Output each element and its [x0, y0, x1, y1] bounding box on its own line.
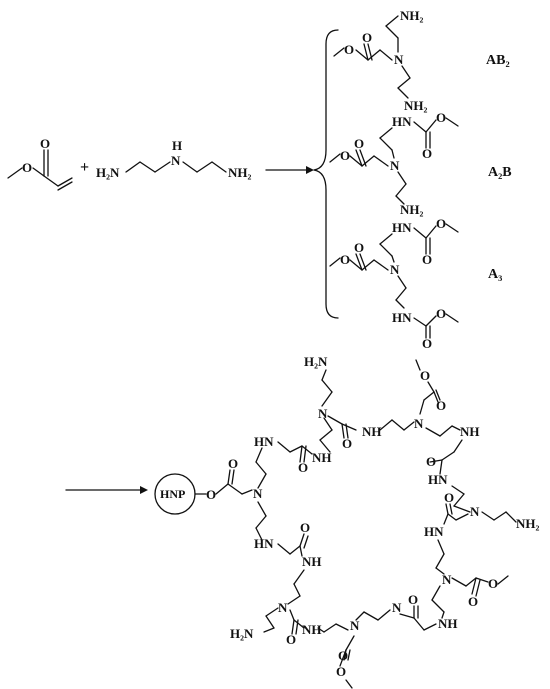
upper-n: N — [318, 406, 328, 421]
carbonyl-oxygen-label: O — [40, 136, 50, 151]
upper-carbonyl-o: O — [342, 436, 352, 451]
upper-left-carbonyl-o: O — [298, 460, 308, 475]
right-mid-n: N — [470, 504, 480, 519]
a3-lower-ester-o: O — [436, 306, 446, 321]
a3-structure: HN O O N O O HN O O A₃ — [329, 216, 502, 351]
right-lower-hn: HN — [424, 524, 444, 539]
methyl-acrylate: O O — [7, 136, 73, 191]
a3-upper-carbonyl-o: O — [422, 252, 432, 267]
anchor-carbonyl-o: O — [228, 456, 238, 471]
upper-left-nh: NH — [312, 450, 332, 465]
top-ester-o: O — [420, 368, 430, 383]
reaction-arrow — [265, 166, 314, 174]
a3-tertiary-n: N — [390, 262, 400, 277]
lower-right-ester-o: O — [488, 576, 498, 591]
upper-right-n: N — [414, 416, 424, 431]
dien-left-amine-label: H₂N — [96, 165, 120, 180]
lower-left-amine: H₂N — [230, 626, 254, 641]
lower-left-n: N — [278, 600, 288, 615]
nanoparticle-label: HNP — [160, 487, 185, 501]
a2b-left-carbonyl-o: O — [354, 136, 364, 151]
core-n: N — [253, 486, 263, 501]
a2b-left-ester-o: O — [340, 148, 350, 163]
bottom-left-carbonyl-o: O — [286, 632, 296, 647]
dien-right-amine-label: NH₂ — [228, 165, 252, 180]
lower-right-n: N — [442, 572, 452, 587]
left-hn: HN — [254, 536, 274, 551]
top-ester-carbonyl-o: O — [436, 398, 446, 413]
ab2-bottom-amine: NH₂ — [404, 98, 428, 113]
plus-sign: + — [80, 159, 89, 176]
left-carbonyl-o: O — [300, 520, 310, 535]
a3-left-carbonyl-o: O — [354, 240, 364, 255]
ab2-structure: NH₂ N O O NH₂ AB₂ — [333, 8, 510, 113]
ab2-label: AB₂ — [486, 53, 510, 68]
ab2-ester-o: O — [344, 42, 354, 57]
anchor-ester-o: O — [206, 487, 216, 502]
a3-upper-hn: HN — [392, 220, 412, 235]
bottom-center-n: N — [350, 618, 360, 633]
hyperbranched-polymer: HNP O O N HN O NH N H₂N O NH — [154, 354, 540, 689]
a2b-upper-hn: HN — [392, 114, 412, 129]
ab2-carbonyl-o: O — [362, 30, 372, 45]
dien-mid-n-label: N — [171, 153, 181, 168]
reaction-arrow-2 — [65, 486, 148, 494]
bottom-n: N — [392, 600, 402, 615]
product-brace — [313, 29, 339, 319]
a2b-upper-ester-o: O — [436, 110, 446, 125]
ab2-tertiary-n: N — [394, 52, 404, 67]
a2b-upper-carbonyl-o: O — [422, 146, 432, 161]
right-carbonyl-o: O — [426, 454, 436, 469]
ab2-top-amine: NH₂ — [400, 8, 424, 23]
bottom-ester-o: O — [336, 664, 346, 679]
left-nh: NH — [302, 554, 322, 569]
lower-right-carbonyl-o: O — [468, 594, 478, 609]
right-lower-carbonyl-o: O — [444, 490, 454, 505]
a2b-structure: HN O O N O O NH₂ A₂B — [329, 110, 512, 217]
bottom-right-nh: NH — [438, 616, 458, 631]
a2b-label: A₂B — [488, 165, 512, 180]
upper-nh: NH — [362, 424, 382, 439]
upper-left-hn: HN — [254, 434, 274, 449]
bottom-ester-carbonyl-o: O — [338, 648, 348, 663]
a3-upper-ester-o: O — [436, 216, 446, 231]
a2b-tertiary-n: N — [390, 158, 400, 173]
a2b-bottom-amine: NH₂ — [400, 202, 424, 217]
right-hn: HN — [428, 472, 448, 487]
a3-label: A₃ — [488, 267, 502, 282]
a3-lower-carbonyl-o: O — [422, 336, 432, 351]
right-amine: NH₂ — [516, 516, 540, 531]
dien-mid-h-label: H — [172, 138, 182, 153]
diethylenetriamine: H₂N H N NH₂ — [96, 138, 252, 180]
top-amine: H₂N — [304, 354, 328, 369]
a3-lower-hn: HN — [392, 310, 412, 325]
bottom-carbonyl-o: O — [408, 592, 418, 607]
a3-left-ester-o: O — [340, 252, 350, 267]
right-upper-nh: NH — [460, 424, 480, 439]
bottom-left-nh: NH — [302, 622, 322, 637]
ester-oxygen-label: O — [22, 160, 32, 175]
